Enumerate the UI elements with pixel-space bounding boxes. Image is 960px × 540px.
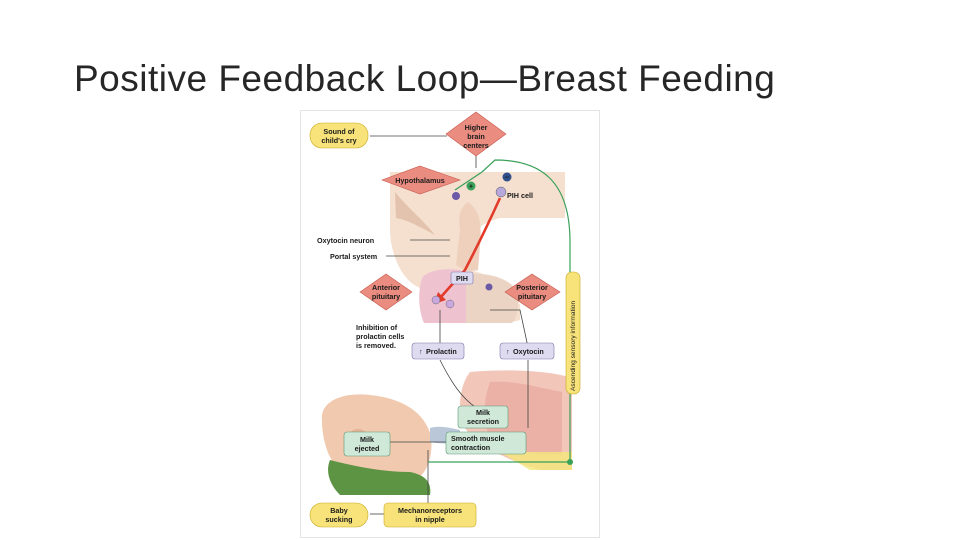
oxytocin-down-line <box>490 309 529 348</box>
pih-label: PIH <box>456 274 468 283</box>
minus-sign: − <box>505 173 509 182</box>
green-to-hypothalamus <box>454 171 483 191</box>
ascending-sensory-box <box>565 271 581 395</box>
milk-ejected-line2: ejected <box>355 444 380 453</box>
breast-fat <box>500 452 572 470</box>
baby-sucking-box <box>309 502 369 528</box>
oxytocin-neuron-body <box>452 192 460 200</box>
oxytocin-label: Oxytocin <box>513 347 544 356</box>
inhibition-line1: Inhibition of <box>356 323 398 332</box>
sound-of-cry-line2: child's cry <box>321 136 356 145</box>
prolactin-up-arrow: ↑ <box>419 347 423 356</box>
ascending-pathway <box>481 159 571 462</box>
portal-system-label: Portal system <box>330 252 377 261</box>
hypothalamus-diamond <box>381 165 461 195</box>
mechanoreceptors-box <box>383 502 477 528</box>
pih-pathway <box>439 197 502 299</box>
milk-ejected-line1: Milk <box>360 435 374 444</box>
baby-clothes <box>328 460 431 495</box>
minus-synapse <box>502 172 512 182</box>
higher-brain-diamond <box>445 111 507 157</box>
hypothalamus-label: Hypothalamus <box>395 176 445 185</box>
anterior-cell-2 <box>445 299 455 309</box>
anterior-pituitary-diamond <box>359 273 413 311</box>
mechanoreceptors-line1: Mechanoreceptors <box>398 506 462 515</box>
slide-title: Positive Feedback Loop—Breast Feeding <box>74 58 776 99</box>
oxytocin-neuron-label: Oxytocin neuron <box>317 236 374 245</box>
posterior-pituitary-line2: pituitary <box>518 292 546 301</box>
posterior-pituitary-lobe <box>466 273 518 323</box>
plus-synapse <box>466 181 476 191</box>
inhibition-line3: is removed. <box>356 341 396 350</box>
pih-box <box>450 271 474 285</box>
inhibition-line2: prolactin cells <box>356 332 404 341</box>
higher-brain-line1: Higher <box>465 123 488 132</box>
milk-secretion-line2: secretion <box>467 417 499 426</box>
oxytocin-box <box>499 342 555 360</box>
smooth-muscle-line1: Smooth muscle <box>451 434 505 443</box>
ascending-sensory-label: Ascending sensory information <box>570 301 577 391</box>
prolactin-label: Prolactin <box>426 347 457 356</box>
posterior-terminal <box>485 283 493 291</box>
anterior-cell-1 <box>431 295 441 305</box>
pih-cell-body <box>495 186 507 198</box>
sound-of-cry-box <box>309 122 369 149</box>
higher-brain-line3: centers <box>463 141 489 150</box>
pih-cell-label: PIH cell <box>507 191 533 200</box>
baby-sucking-line2: sucking <box>325 515 352 524</box>
milk-secretion-box <box>457 405 509 429</box>
plus-sign: + <box>469 182 473 191</box>
mechanoreceptors-line2: in nipple <box>415 515 445 524</box>
prolactin-box <box>411 342 465 360</box>
milk-secretion-line1: Milk <box>476 408 490 417</box>
higher-brain-line2: brain <box>467 132 485 141</box>
posterior-pituitary-line1: Posterior <box>516 283 548 292</box>
baby-sucking-line1: Baby <box>330 506 348 515</box>
milk-ejected-box <box>343 431 391 457</box>
pathway-dot <box>567 459 573 465</box>
breastfeeding-feedback-diagram: + − Sound of child's cry Baby sucking Me… <box>300 110 600 538</box>
posterior-pituitary-diamond <box>504 273 561 311</box>
oxytocin-up-arrow: ↑ <box>506 347 510 356</box>
brain-fold <box>395 192 435 235</box>
smooth-muscle-line2: contraction <box>451 443 490 452</box>
anterior-pituitary-line2: pituitary <box>372 292 400 301</box>
sound-of-cry-line1: Sound of <box>323 127 355 136</box>
smooth-muscle-box <box>445 431 527 455</box>
anterior-pituitary-line1: Anterior <box>372 283 400 292</box>
